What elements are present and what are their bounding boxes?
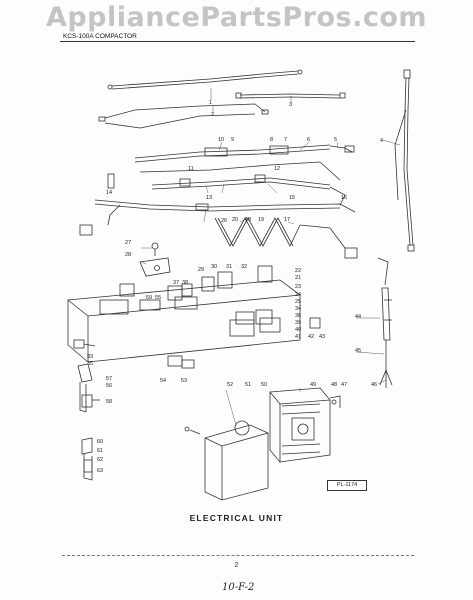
zigzag-harness [214,217,358,259]
callout-37: 37 [173,280,179,286]
callout-38: 38 [182,280,188,286]
callout-numbers: 1 2 3 4 5 6 7 8 9 10 11 12 13 14 15 16 1… [87,100,383,474]
callout-41: 41 [295,334,301,340]
wire-harness-13 [151,174,346,206]
header-rule [60,41,415,42]
callout-47: 47 [341,382,347,388]
wire-harness-6 [134,144,341,181]
callout-50: 50 [261,382,267,388]
switch-cluster [201,265,321,329]
connector-5 [329,145,355,153]
callout-35: 35 [87,361,93,367]
callout-15: 15 [289,195,295,201]
switch-61 [81,437,93,481]
callout-4: 4 [380,138,383,144]
callout-42: 42 [308,334,314,340]
callout-22: 22 [295,268,301,274]
callout-57: 57 [106,376,112,382]
callout-28: 28 [125,252,131,258]
callout-62: 62 [97,457,103,463]
footer-rule [62,555,414,556]
callout-34: 34 [295,306,301,312]
callout-31: 31 [226,264,232,270]
callout-29: 29 [198,267,204,273]
callout-14: 14 [106,190,112,196]
wire-harness-4 [394,69,415,252]
callout-17: 17 [284,217,290,223]
callout-5: 5 [334,137,337,143]
callout-18: 18 [245,217,251,223]
relay-22 [119,283,193,301]
callout-12: 12 [274,166,280,172]
callout-60: 60 [97,439,103,445]
callout-43: 43 [319,334,325,340]
control-panel-housing [67,279,301,363]
callout-20: 20 [232,217,238,223]
callout-46: 46 [371,382,377,388]
callout-53: 53 [181,378,187,384]
callout-48: 48 [331,382,337,388]
callout-24: 24 [295,292,301,298]
callout-33: 33 [87,354,93,360]
fuse-component [107,173,115,189]
wire-harness-10 [79,199,356,236]
knob-35 [73,339,96,349]
callout-54: 54 [160,378,166,384]
callout-61: 61 [97,448,103,454]
callout-8: 8 [270,137,273,143]
callout-49: 49 [310,382,316,388]
callout-56: 56 [106,383,112,389]
callout-3: 3 [289,102,292,108]
callout-26: 26 [221,218,227,224]
watermark: AppliancePartsPros.com [45,2,428,33]
leader-lines [140,88,401,426]
wire-harness-1 [107,69,303,90]
callout-30: 30 [211,264,217,270]
callout-45: 45 [355,348,361,354]
callout-21: 21 [295,275,301,281]
handwritten-note: 10-F-2 [222,582,255,593]
callout-25: 25 [295,299,301,305]
callout-1: 1 [209,100,212,106]
wire-harness-2 [98,103,269,129]
rod-assembly-41 [377,257,393,388]
callout-63: 63 [97,468,103,474]
callout-55: 55 [155,295,161,301]
bracket-47 [329,395,341,408]
page-number: 2 [234,562,239,569]
callout-27: 27 [125,240,131,246]
callout-23: 23 [295,284,301,290]
wire-harness-3 [235,92,346,99]
callout-44: 44 [355,314,361,320]
callout-58: 58 [106,399,112,405]
callout-39: 39 [295,320,301,326]
callout-9: 9 [231,137,234,143]
electrical-box [184,420,269,501]
callout-19: 19 [258,217,264,223]
screw-27 [151,242,159,256]
callout-59: 59 [146,295,152,301]
callout-10: 10 [218,137,224,143]
diagram-reference-box: PL-1174 [327,480,367,491]
callout-2: 2 [211,112,214,118]
switch-57 [77,363,100,413]
callout-32: 32 [241,264,247,270]
diagram-caption: ELECTRICAL UNIT [189,513,284,523]
callout-52: 52 [227,382,233,388]
terminal-block-53 [167,355,195,369]
callout-40: 40 [295,327,301,333]
callout-6: 6 [307,137,310,143]
callout-51: 51 [245,382,251,388]
transformer-plate [269,387,331,463]
bracket-28 [139,257,171,277]
callout-16: 16 [341,195,347,201]
callout-7: 7 [284,137,287,143]
callout-13: 13 [206,195,212,201]
callout-11: 11 [188,166,194,172]
callout-36: 36 [295,313,301,319]
model-code: KCS-100A COMPACTOR [63,33,137,40]
